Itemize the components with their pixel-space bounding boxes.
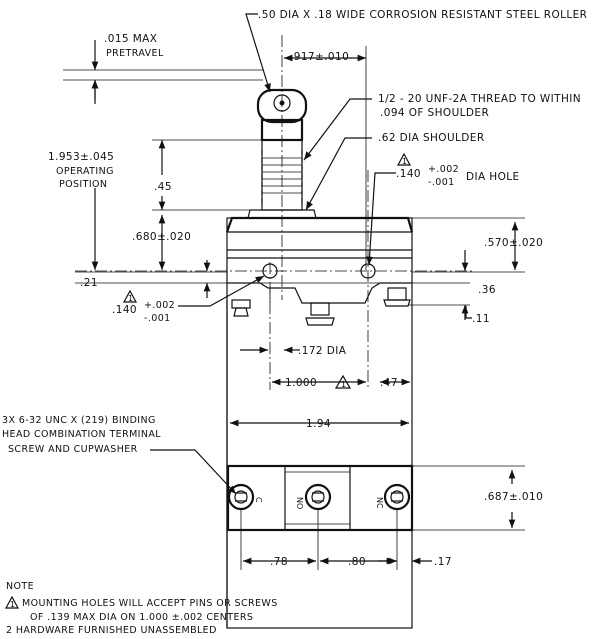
- dim-687: .687±.010: [484, 491, 543, 503]
- dim-47: .47: [380, 377, 398, 389]
- hole-left-tol-plus: +.002: [144, 300, 175, 311]
- flag-triangle-bottom: 1: [334, 374, 352, 389]
- dim-172: .172 DIA: [298, 345, 347, 357]
- note1-line2: OF .139 MAX DIA ON 1.000 ±.002 CENTERS: [30, 612, 253, 623]
- terminal-note-line3: SCREW AND CUPWASHER: [8, 444, 138, 455]
- hole-left-value: .140: [112, 304, 137, 316]
- hole-left-tol-minus: -.001: [144, 313, 171, 324]
- svg-text:1: 1: [10, 600, 15, 609]
- dia-hole-tol-plus: +.002: [428, 164, 459, 175]
- operating-position-line1: OPERATING: [56, 166, 114, 177]
- roller-offset-dim: .917±.010: [290, 51, 349, 63]
- operating-position-line2: POSITION: [59, 179, 107, 190]
- shoulder-note: .62 DIA SHOULDER: [378, 132, 485, 144]
- flag-triangle-note: 1: [4, 595, 20, 609]
- terminal-note-line2: HEAD COMBINATION TERMINAL: [2, 429, 161, 440]
- terminal-screw-nc: NC: [375, 483, 411, 511]
- note1-line1: MOUNTING HOLES WILL ACCEPT PINS OR SCREW…: [22, 598, 278, 609]
- dia-hole-label: DIA HOLE: [466, 171, 520, 183]
- dim-1000: 1.000: [285, 377, 317, 389]
- dim-21: .21: [80, 277, 98, 289]
- thread-note-line1: 1/2 - 20 UNF-2A THREAD TO WITHIN: [378, 93, 581, 105]
- terminal-note-line1: 3X 6-32 UNC X (219) BINDING: [2, 415, 156, 426]
- terminal-no-label: NO: [295, 497, 304, 509]
- flag-triangle-top: 1: [396, 152, 412, 166]
- dia-hole-value: .140: [396, 168, 421, 180]
- terminal-screw-center: [305, 302, 335, 326]
- dim-17: .17: [434, 556, 452, 568]
- terminal-screw-no: NO: [295, 483, 332, 511]
- note2: 2 HARDWARE FURNISHED UNASSEMBLED: [6, 625, 217, 636]
- note-heading: NOTE: [6, 581, 34, 592]
- pretravel-label: PRETRAVEL: [106, 48, 164, 59]
- terminal-screw-c: C: [227, 483, 263, 511]
- dim-11: .11: [472, 313, 490, 325]
- dim-36: .36: [478, 284, 496, 296]
- dim-680: .680±.020: [132, 231, 191, 243]
- dim-78: .78: [270, 556, 288, 568]
- terminal-screw-right: [383, 287, 411, 307]
- svg-text:1: 1: [402, 157, 407, 166]
- dim-80: .80: [348, 556, 366, 568]
- dim-194: 1.94: [306, 418, 331, 430]
- operating-position-value: 1.953±.045: [48, 151, 114, 163]
- dim-45: .45: [154, 181, 172, 193]
- terminal-c-label: C: [254, 497, 263, 503]
- roller-note: .50 DIA X .18 WIDE CORROSION RESISTANT S…: [258, 9, 587, 21]
- terminal-screw-left: [231, 299, 251, 317]
- pretravel-value: .015 MAX: [104, 33, 157, 45]
- thread-note-line2: .094 OF SHOULDER: [380, 107, 489, 119]
- svg-text:1: 1: [128, 294, 133, 303]
- svg-text:1: 1: [341, 380, 346, 389]
- dia-hole-tol-minus: -.001: [428, 177, 455, 188]
- flag-triangle-left: 1: [122, 289, 138, 303]
- terminal-nc-label: NC: [375, 497, 384, 509]
- dim-570: .570±.020: [484, 237, 543, 249]
